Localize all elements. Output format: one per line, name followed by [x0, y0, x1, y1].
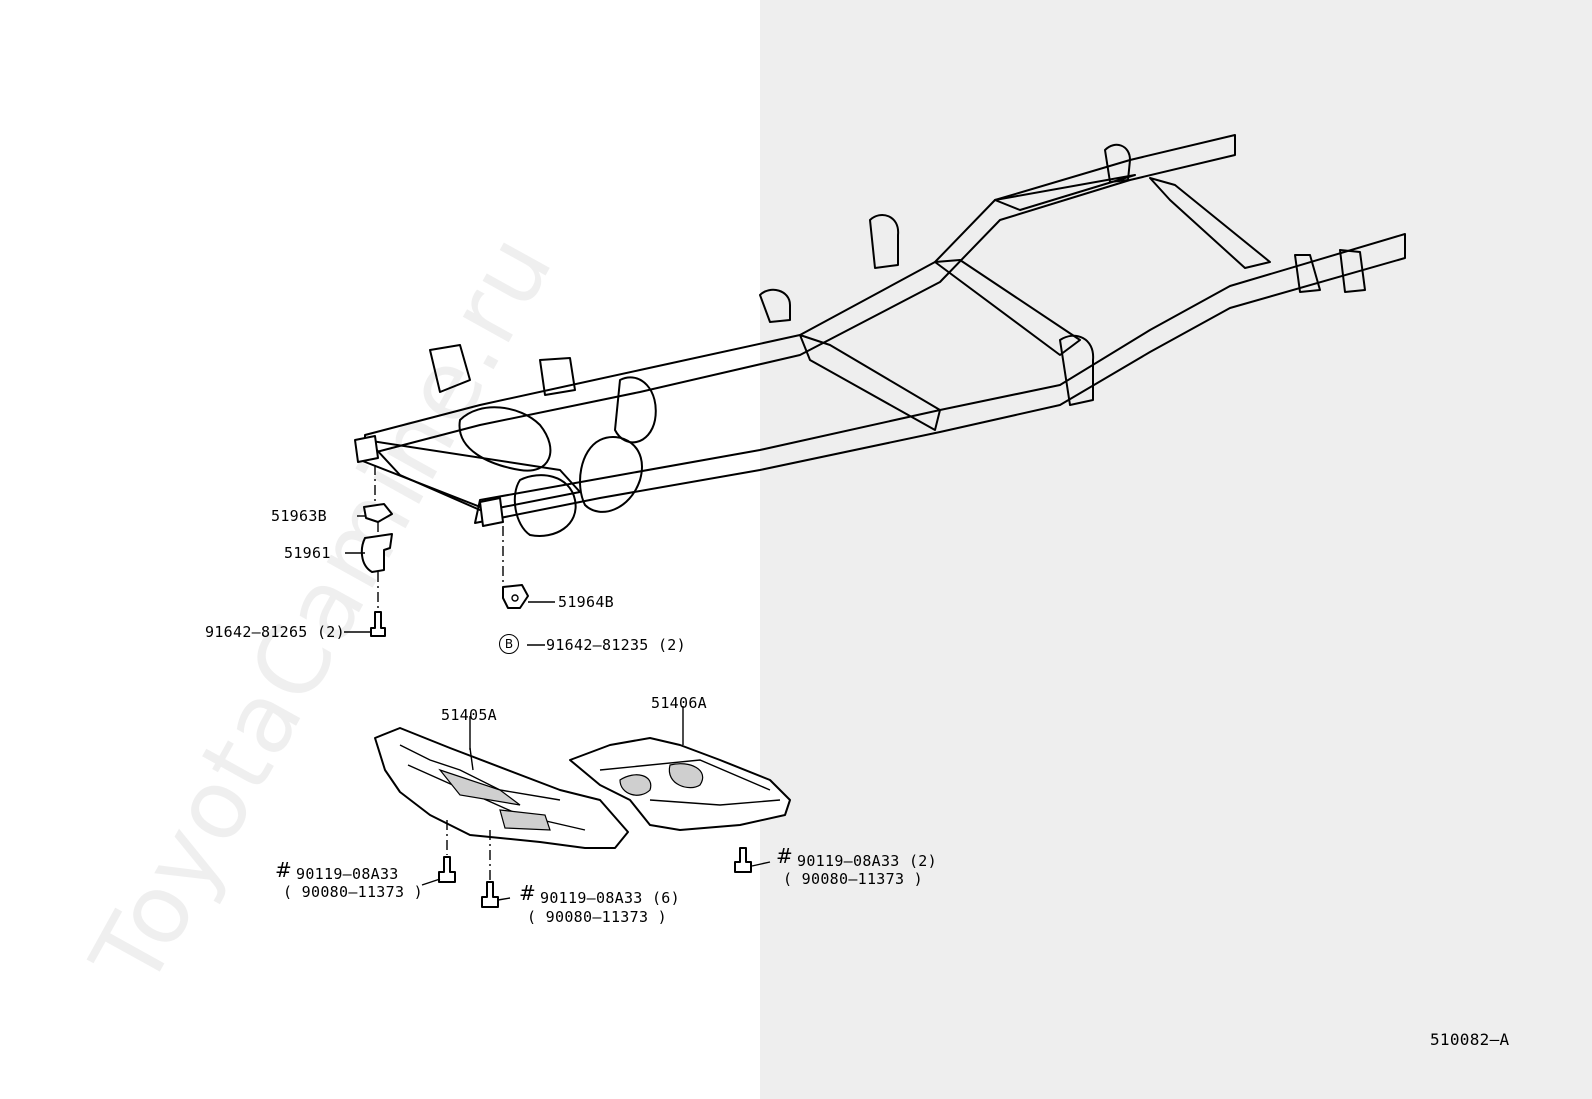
bracket-51963b	[363, 503, 393, 523]
skid-plate-51405a	[374, 727, 629, 849]
label-51963b: 51963B	[271, 507, 327, 525]
label-bolt-right-1: 90119–08A33 (2)	[797, 852, 937, 870]
label-bolt-mid-1: 90119–08A33 (6)	[540, 889, 680, 907]
label-51405a: 51405A	[441, 706, 497, 724]
callout-leaders	[344, 515, 771, 901]
skid-bolts	[438, 820, 752, 908]
bracket-51961	[360, 533, 393, 573]
hash-mark-icon: #	[519, 881, 536, 905]
chassis-frame	[354, 134, 1406, 537]
diagram-id: 510082–A	[1430, 1030, 1510, 1049]
bolt-front	[370, 611, 386, 637]
label-bolt-91642-81235: 91642–81235 (2)	[546, 636, 686, 654]
b-marker-icon: B	[499, 634, 519, 654]
skid-plates	[374, 706, 791, 849]
label-bolt-91642-81265: 91642–81265 (2)	[205, 623, 345, 641]
gray-background-panel	[760, 0, 1592, 1099]
label-bolt-mid-2: ( 90080–11373 )	[527, 908, 667, 926]
hash-mark-icon: #	[275, 858, 292, 882]
front-brackets	[360, 465, 529, 637]
label-51964b: 51964B	[558, 593, 614, 611]
label-bolt-left-1: 90119–08A33	[296, 865, 399, 883]
label-bolt-left-2: ( 90080–11373 )	[283, 883, 423, 901]
label-51961: 51961	[284, 544, 331, 562]
label-bolt-right-2: ( 90080–11373 )	[783, 870, 923, 888]
hash-mark-icon: #	[776, 844, 793, 868]
bracket-51964b	[502, 584, 529, 609]
label-51406a: 51406A	[651, 694, 707, 712]
